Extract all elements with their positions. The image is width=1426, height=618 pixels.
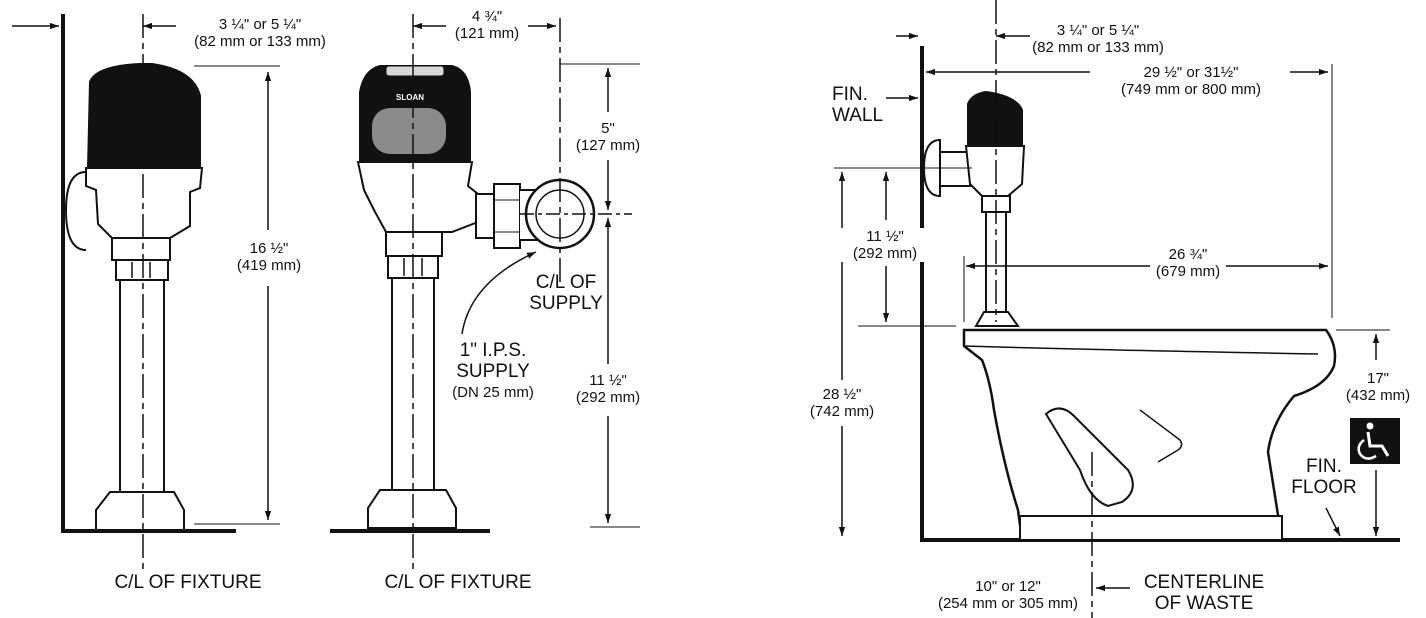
supply-height-imperial: 11 ½": [866, 228, 904, 245]
wall-label-line2: WALL: [832, 105, 884, 126]
floor-label-line1: FIN.: [1306, 456, 1342, 477]
floor-leader: [1325, 507, 1341, 537]
waste-label-line1: CENTERLINE: [1143, 572, 1265, 593]
waste-label-line2: OF WASTE: [1154, 593, 1254, 614]
front-offset-dim: 3 ¼" or 5 ¼" (82 mm or 133 mm): [170, 16, 350, 50]
wheelchair-icon: [1350, 418, 1400, 464]
finished-floor-label: FIN. FLOOR: [1284, 456, 1364, 498]
side-top-dim: 5" (127 mm): [562, 120, 654, 154]
side-centerline-label: C/L OF FIXTURE: [384, 572, 532, 593]
side-bottom-imperial: 11 ½": [589, 372, 627, 389]
flush-valve-body: [356, 161, 479, 233]
total-height-metric: (742 mm): [809, 403, 875, 420]
side-top-imperial: 5": [601, 120, 615, 137]
front-height-imperial: 16 ½": [249, 240, 289, 257]
wall-label-line1: FIN.: [832, 84, 868, 105]
toilet-offset-imperial: 3 ¼" or 5 ¼": [1056, 22, 1140, 39]
supply-centerline-line2: SUPPLY: [529, 293, 603, 314]
front-view: [12, 14, 280, 570]
bowl-length-metric: (679 mm): [1155, 263, 1221, 280]
side-width-dim: 4 ¾" (121 mm): [440, 8, 534, 42]
rough-in-imperial: 10" or 12": [975, 578, 1041, 595]
brand-mark: SLOAN: [396, 93, 424, 102]
bowl-length-dim: 26 ¾" (679 mm): [1150, 246, 1226, 280]
front-offset-imperial: 3 ¼" or 5 ¼": [218, 16, 302, 33]
rough-in-metric: (254 mm or 305 mm): [937, 595, 1079, 612]
side-bottom-metric: (292 mm): [575, 389, 641, 406]
total-height-imperial: 28 ½": [822, 386, 862, 403]
coupling: [115, 259, 169, 281]
total-height-dim: 28 ½" (742 mm): [800, 386, 884, 420]
toilet-view: [834, 0, 1400, 618]
flush-valve-body: [85, 167, 204, 239]
side-width-metric: (121 mm): [454, 25, 520, 42]
supply-centerline-line1: C/L OF: [535, 272, 597, 293]
spud-coupling: [974, 311, 1020, 327]
valve-top-button: [385, 65, 445, 77]
valve-nut: [111, 237, 171, 261]
supply-leader: [461, 251, 537, 335]
spud-flange: [95, 491, 185, 531]
toilet-overall-metric: (749 mm or 800 mm): [1120, 81, 1262, 98]
sensor-window: [372, 108, 446, 154]
flush-valve-cover: [967, 90, 1023, 147]
supply-coupling: [493, 183, 521, 249]
rough-in-dim: 10" or 12" (254 mm or 305 mm): [926, 578, 1090, 612]
supply-stop: [939, 151, 971, 187]
valve-nut: [385, 231, 443, 257]
flush-tube: [119, 279, 165, 493]
supply-height-dim: 11 ½" (292 mm): [840, 228, 930, 262]
front-height-dim: 16 ½" (419 mm): [226, 240, 312, 274]
front-offset-metric: (82 mm or 133 mm): [194, 33, 326, 50]
spud-flange: [367, 489, 457, 529]
front-centerline-label: C/L OF FIXTURE: [114, 572, 262, 593]
supply-callout: 1" I.P.S. SUPPLY (DN 25 mm): [428, 340, 558, 403]
bowl-base: [1019, 515, 1283, 541]
side-bottom-dim: 11 ½" (292 mm): [562, 372, 654, 406]
toilet-offset-metric: (82 mm or 133 mm): [1032, 39, 1164, 56]
waste-centerline-label: CENTERLINE OF WASTE: [1134, 572, 1274, 614]
toilet-overall-dim: 29 ½" or 31½" (749 mm or 800 mm): [1096, 64, 1286, 98]
supply-centerline-label: C/L OF SUPPLY: [516, 272, 616, 314]
supply-callout-line1: 1" I.P.S.: [459, 340, 527, 361]
toilet-overall-imperial: 29 ½" or 31½": [1143, 64, 1239, 81]
supply-callout-line2: SUPPLY: [456, 361, 530, 382]
flush-valve-cover: [86, 63, 201, 169]
wall-flange: [64, 171, 87, 251]
finished-wall-label: FIN. WALL: [832, 84, 892, 126]
supply-callout-line3: (DN 25 mm): [452, 384, 534, 401]
toilet-offset-dim: 3 ¼" or 5 ¼" (82 mm or 133 mm): [1008, 22, 1188, 56]
rim-height-dim: 17" (432 mm): [1334, 370, 1422, 404]
side-top-metric: (127 mm): [575, 137, 641, 154]
toilet-bowl: [962, 328, 1337, 542]
front-height-metric: (419 mm): [236, 257, 302, 274]
bowl-length-imperial: 26 ¾": [1168, 246, 1208, 263]
side-view: [330, 14, 640, 570]
bowl-trapway: [1044, 407, 1134, 508]
rim-height-metric: (432 mm): [1345, 387, 1411, 404]
floor-label-line2: FLOOR: [1291, 477, 1357, 498]
side-width-imperial: 4 ¾": [471, 8, 503, 25]
supply-height-metric: (292 mm): [852, 245, 918, 262]
rim-height-imperial: 17": [1366, 370, 1389, 387]
flush-valve-body: [964, 145, 1026, 197]
